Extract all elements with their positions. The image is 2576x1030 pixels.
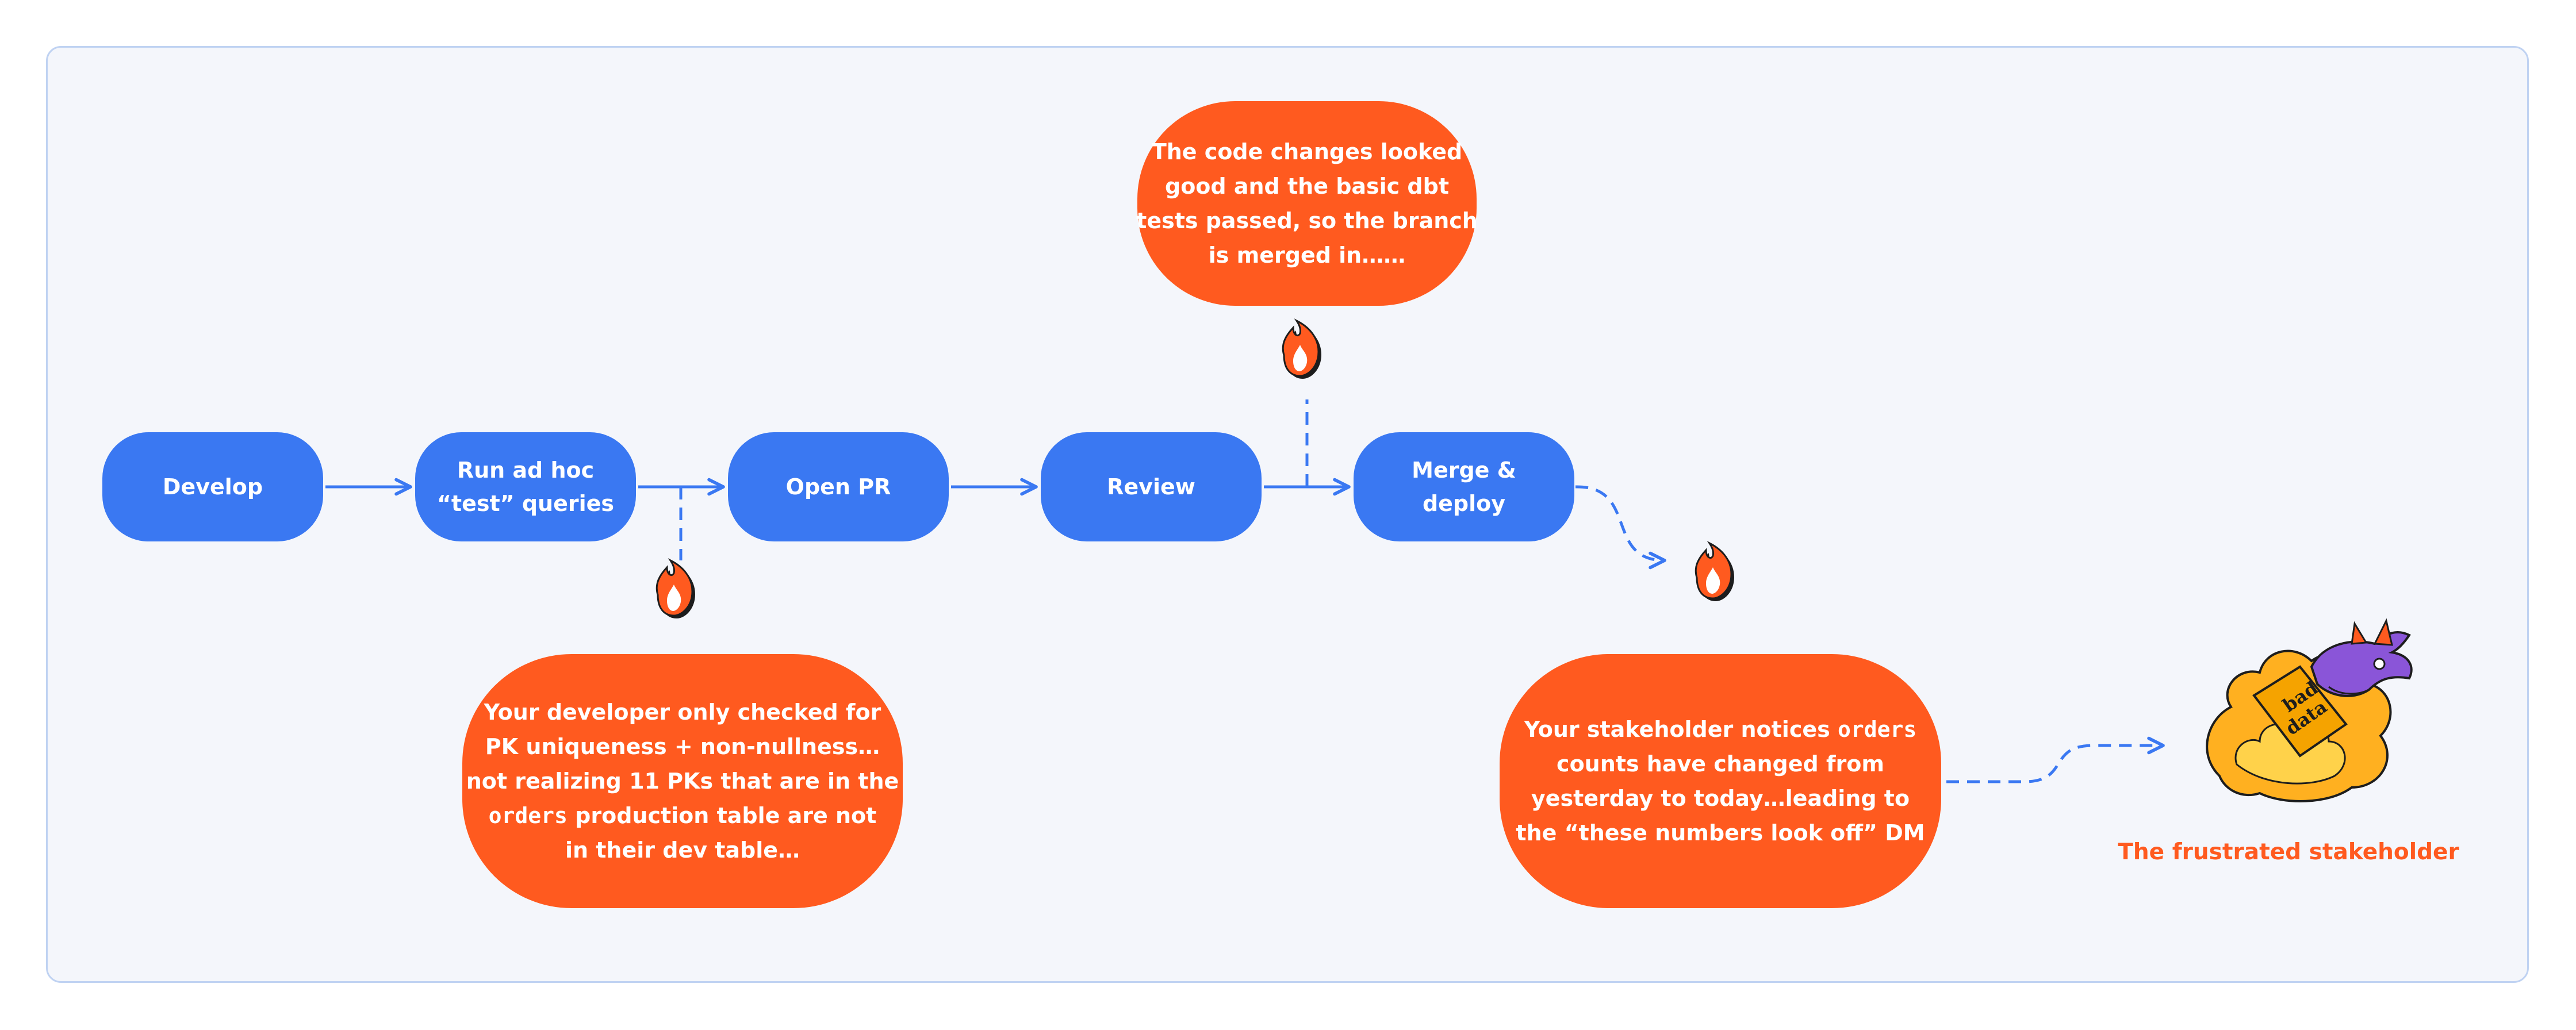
step-develop: Develop: [102, 432, 323, 541]
step-open-pr: Open PR: [728, 432, 949, 541]
dashed-connector-stakeholder: [1946, 736, 2165, 783]
step-merge-deploy: Merge & deploy: [1354, 432, 1574, 541]
step-review: Review: [1041, 432, 1262, 541]
note-line-text: Your stakeholder notices: [1524, 717, 1838, 742]
note-line: counts have changed from: [1557, 751, 1884, 777]
note-line: good and the basic dbt: [1165, 174, 1449, 199]
step-run-adhoc-queries: Run ad hoc “test” queries: [415, 432, 636, 541]
note-merged: The code changes looked good and the bas…: [1136, 101, 1478, 306]
fire-icon: [656, 559, 696, 620]
step-label: Open PR: [785, 474, 891, 499]
note-developer-checks: Your developer only checked for PK uniqu…: [462, 654, 903, 908]
note-line-text: production table are not: [567, 803, 877, 828]
note-line: orders production table are not: [466, 798, 899, 833]
step-label: Merge & deploy: [1412, 458, 1516, 516]
note-line: yesterday to today…leading to: [1531, 786, 1910, 811]
note-line: is merged in……: [1208, 243, 1406, 268]
step-label-line: Run ad hoc: [457, 458, 595, 483]
fire-icon: [1695, 542, 1735, 602]
note-line: the “these numbers look off” DM: [1516, 820, 1925, 845]
note-stakeholder-notices: Your stakeholder notices orders counts h…: [1500, 654, 1941, 908]
table-name-code: orders: [1837, 717, 1917, 742]
dragon-icon: bad data: [2206, 618, 2413, 802]
note-line: PK uniqueness + non-nullness…: [485, 734, 880, 759]
note-line: tests passed, so the branch: [1136, 208, 1478, 233]
step-label: Review: [1107, 474, 1195, 499]
note-line: not realizing 11 PKs that are in the: [466, 768, 899, 794]
note-line: The code changes looked: [1151, 139, 1463, 164]
step-label: Develop: [162, 474, 263, 499]
note-line: Your stakeholder notices orders: [1516, 712, 1925, 747]
step-label: Run ad hoc “test” queries: [437, 453, 614, 520]
step-label-line: “test” queries: [436, 491, 615, 516]
note-line: in their dev table…: [565, 837, 800, 863]
fire-icon: [1282, 320, 1322, 380]
dashed-connector-merge-to-fire: [1575, 485, 1666, 570]
table-name-code: orders: [488, 803, 568, 828]
stakeholder-caption: The frustrated stakeholder: [2118, 839, 2459, 865]
note-line: Your developer only checked for: [484, 700, 881, 725]
